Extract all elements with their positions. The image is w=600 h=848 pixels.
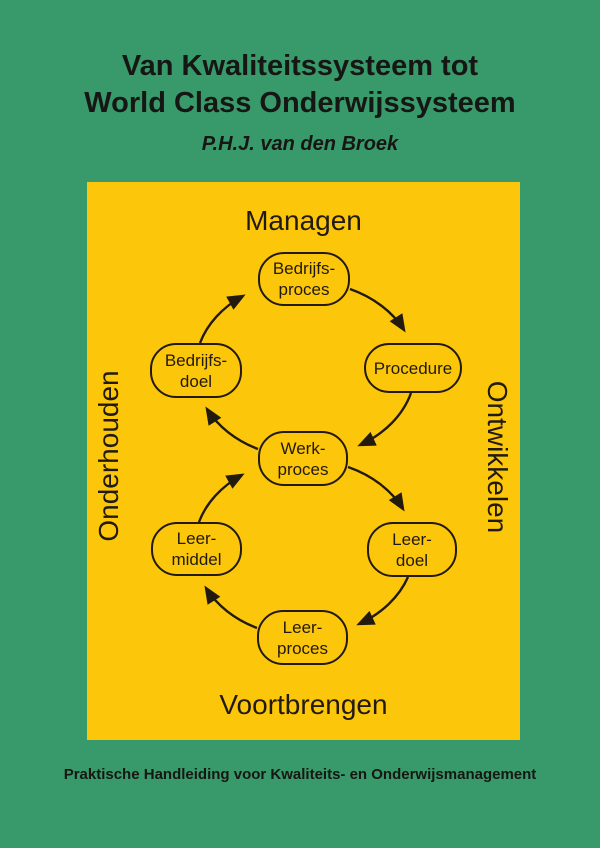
node-leermiddel-line2: middel — [171, 550, 222, 569]
label-managen: Managen — [245, 205, 362, 236]
arrow-leerproces-to-leermiddel — [204, 585, 258, 630]
node-bedrijfsproces-line1: Bedrijfs- — [272, 259, 336, 278]
page-title: Van Kwaliteitssysteem tot World Class On… — [0, 48, 600, 122]
node-leerdoel: Leer- doel — [367, 522, 457, 577]
node-leermiddel: Leer- middel — [151, 522, 242, 576]
label-voortbrengen: Voortbrengen — [219, 689, 388, 720]
node-leerproces: Leer- proces — [257, 610, 348, 665]
node-bedrijfsproces-line2: proces — [278, 280, 330, 299]
node-leerproces-line1: Leer- — [282, 617, 323, 637]
node-leerdoel-line1: Leer- — [392, 529, 432, 549]
author-name: P.H.J. van den Broek — [201, 133, 399, 155]
title-line-2: World Class Onderwijssysteem — [84, 87, 516, 119]
node-leermiddel-line1: Leer- — [176, 529, 217, 548]
node-leerdoel-line2: doel — [395, 550, 429, 570]
node-procedure: Procedure — [364, 343, 462, 393]
cycle-arrows — [197, 287, 413, 630]
node-bedrijfsdoel-line2: doel — [179, 371, 213, 391]
node-bedrijfsdoel: Bedrijfs- doel — [150, 343, 242, 398]
node-werkproces: Werk- proces — [258, 431, 348, 486]
node-procedure-line1: Procedure — [373, 358, 453, 378]
arrow-leerdoel-to-leerproces — [356, 576, 410, 626]
tagline: Praktische Handleiding voor Kwaliteits- … — [63, 766, 537, 783]
title-line-1: Van Kwaliteitssysteem tot — [121, 50, 479, 82]
arrow-bedrijfsproces-to-procedure — [349, 287, 406, 333]
node-leerproces-line2: proces — [276, 638, 329, 658]
arrow-werkproces-to-leerdoel — [347, 465, 405, 512]
node-werkproces-line1: Werk- — [280, 438, 326, 458]
node-bedrijfsdoel-line1: Bedrijfs- — [164, 350, 228, 370]
arrow-procedure-to-werkproces — [357, 392, 413, 447]
node-bedrijfsproces: Bedrijfs- proces — [258, 252, 350, 306]
arrow-werkproces-to-bedrijfsdoel — [205, 406, 259, 451]
diagram-panel: Managen Voortbrengen Onderhouden Ontwikk… — [87, 182, 520, 740]
node-werkproces-line2: proces — [277, 459, 329, 479]
arrow-leermiddel-to-werkproces — [197, 473, 245, 523]
arrow-bedrijfsdoel-to-bedrijfsproces — [198, 294, 246, 344]
